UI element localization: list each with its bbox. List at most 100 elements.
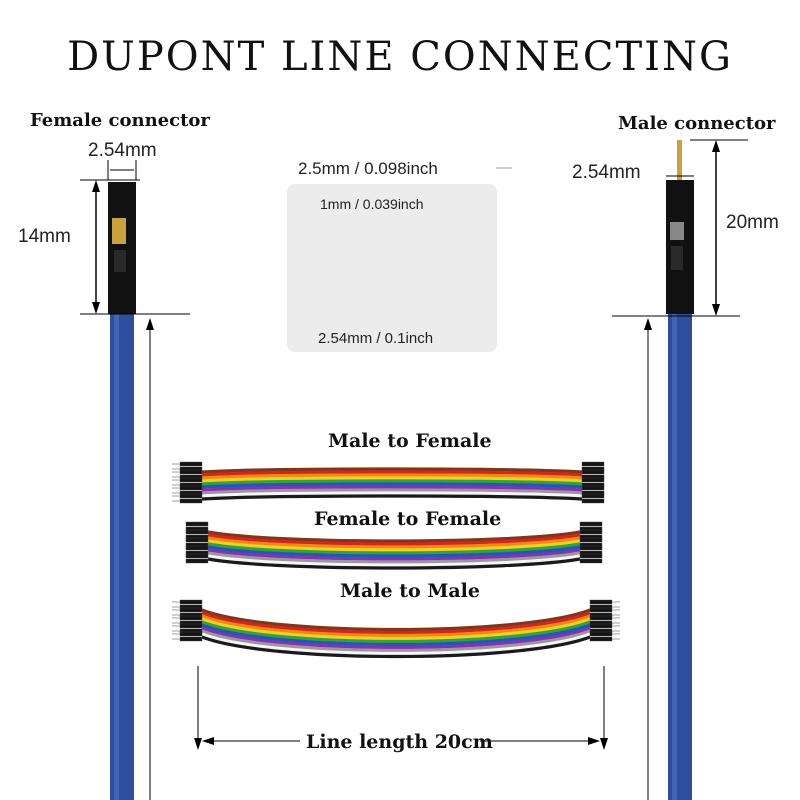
ribbon-connector (581, 469, 605, 475)
ribbon-wire (207, 557, 581, 570)
ribbon-pin (172, 463, 180, 465)
female-connector-header: Female connector (30, 110, 210, 131)
ribbon-wire (201, 491, 583, 498)
ribbon-connector (579, 537, 603, 543)
ribbon-pin (172, 625, 180, 627)
ribbon-wire (201, 629, 591, 653)
male-width-label: 2.54mm (572, 162, 641, 183)
ribbon-wire (201, 626, 591, 650)
ribbon-connector (581, 498, 605, 504)
ribbon-connector (179, 615, 203, 621)
ribbon-pin (172, 633, 180, 635)
ribbon-pin (172, 484, 180, 486)
ribbon-wire (201, 608, 591, 632)
ribbon-wire (201, 467, 583, 474)
spec-inner-label: 1mm / 0.039inch (320, 196, 424, 212)
ribbon-connector (581, 461, 605, 467)
ribbon-wire (207, 554, 581, 567)
ribbon-connector (589, 615, 613, 621)
male-pin-icon (677, 140, 682, 182)
ribbon-pin (612, 633, 620, 635)
ribbon-wire (201, 620, 591, 644)
ribbon-connector (589, 599, 613, 605)
ribbon-pin (172, 495, 180, 497)
male-to-male-label: Male to Male (340, 580, 480, 602)
ribbon-connector (179, 599, 203, 605)
ribbon-female-female (185, 521, 603, 570)
ribbon-pin (172, 609, 180, 611)
ribbon-pin (612, 606, 620, 608)
ribbon-wire (201, 611, 591, 635)
ribbon-pin (172, 500, 180, 502)
ribbon-connector (179, 631, 203, 637)
ribbon-wire (201, 488, 583, 495)
ribbon-pin (172, 638, 180, 640)
ribbon-connector (581, 485, 605, 491)
female-width-label: 2.54mm (88, 140, 157, 161)
female-to-female-label: Female to Female (314, 508, 502, 530)
ribbon-connector (185, 529, 209, 535)
ribbon-connector (589, 607, 613, 613)
ribbon-pin (172, 622, 180, 624)
ribbon-wire (201, 485, 583, 492)
ribbon-connector (179, 498, 203, 504)
ribbon-connector (185, 537, 209, 543)
ribbon-connector (179, 477, 203, 483)
ribbon-connector (185, 553, 209, 559)
ribbon-wire (201, 623, 591, 647)
ribbon-wire (201, 476, 583, 483)
line-length-label: Line length 20cm (306, 731, 493, 753)
ribbon-wire (207, 545, 581, 558)
male-height-label: 20mm (726, 212, 779, 233)
ribbon-connector (179, 485, 203, 491)
ribbon-wire (201, 614, 591, 638)
ribbon-connector (579, 553, 603, 559)
ribbon-pin (612, 614, 620, 616)
ribbon-pin (612, 638, 620, 640)
ribbon-pin (612, 622, 620, 624)
ribbon-connector (185, 558, 209, 564)
ribbon-wire (201, 635, 591, 659)
ribbon-connector (185, 521, 209, 527)
ribbon-connector (581, 493, 605, 499)
ribbon-wire (207, 542, 581, 555)
female-housing (108, 182, 136, 314)
ribbon-pin (172, 492, 180, 494)
ribbon-pin (172, 471, 180, 473)
ribbon-connector (179, 461, 203, 467)
ribbon-connector (179, 636, 203, 642)
ribbon-wire (207, 539, 581, 552)
ribbon-wire (201, 632, 591, 656)
ribbon-wire (207, 530, 581, 543)
ribbon-pin (172, 606, 180, 608)
ribbon-connector (579, 521, 603, 527)
ribbon-wire (201, 479, 583, 486)
page-title: DUPONT LINE CONNECTING (67, 34, 733, 80)
ribbon-pin (172, 617, 180, 619)
ribbon-connector (579, 545, 603, 551)
ribbon-pin (612, 601, 620, 603)
ribbon-connector (581, 477, 605, 483)
ribbon-connector (179, 607, 203, 613)
ribbon-connector (185, 545, 209, 551)
female-wire (110, 312, 134, 800)
ribbon-pin (612, 630, 620, 632)
ribbon-male-female (172, 461, 605, 504)
spec-top-label: 2.5mm / 0.098inch (298, 159, 438, 178)
ribbon-pin (612, 617, 620, 619)
male-connector-header: Male connector (618, 113, 776, 134)
ribbon-pin (172, 487, 180, 489)
ribbon-wire (207, 551, 581, 564)
ribbon-wire (207, 533, 581, 546)
ribbon-male-male (172, 599, 620, 659)
spec-pitch-label: 2.54mm / 0.1inch (318, 330, 434, 347)
female-contact-icon (112, 218, 126, 244)
ribbon-connector (589, 631, 613, 637)
ribbon-wire (207, 548, 581, 561)
ribbon-pin (172, 479, 180, 481)
ribbon-pin (172, 476, 180, 478)
ribbon-wire (201, 617, 591, 641)
ribbon-pin (172, 630, 180, 632)
ribbon-connector (179, 493, 203, 499)
ribbon-connector (179, 623, 203, 629)
